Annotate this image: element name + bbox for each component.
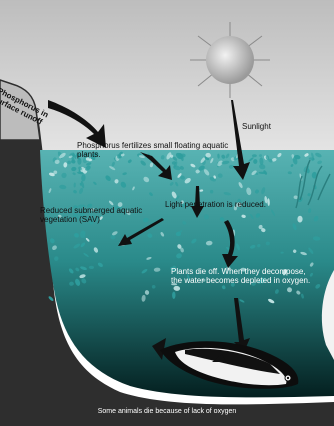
sav-label: Reduced submerged aquatic vegetation (SA… (40, 206, 160, 224)
sunlight-label: Sunlight (242, 122, 271, 131)
fertilizes-label: Phosphorus fertilizes small floating aqu… (77, 141, 237, 159)
algae-particle (172, 292, 175, 299)
oxygen-death-label: Some animals die because of lack of oxyg… (0, 407, 334, 416)
light-reduced-label: Light penetration is reduced. (165, 200, 325, 209)
decompose-label: Plants die off. When they decompose, the… (171, 267, 311, 285)
algae-particle (252, 154, 257, 157)
sky (0, 0, 334, 160)
